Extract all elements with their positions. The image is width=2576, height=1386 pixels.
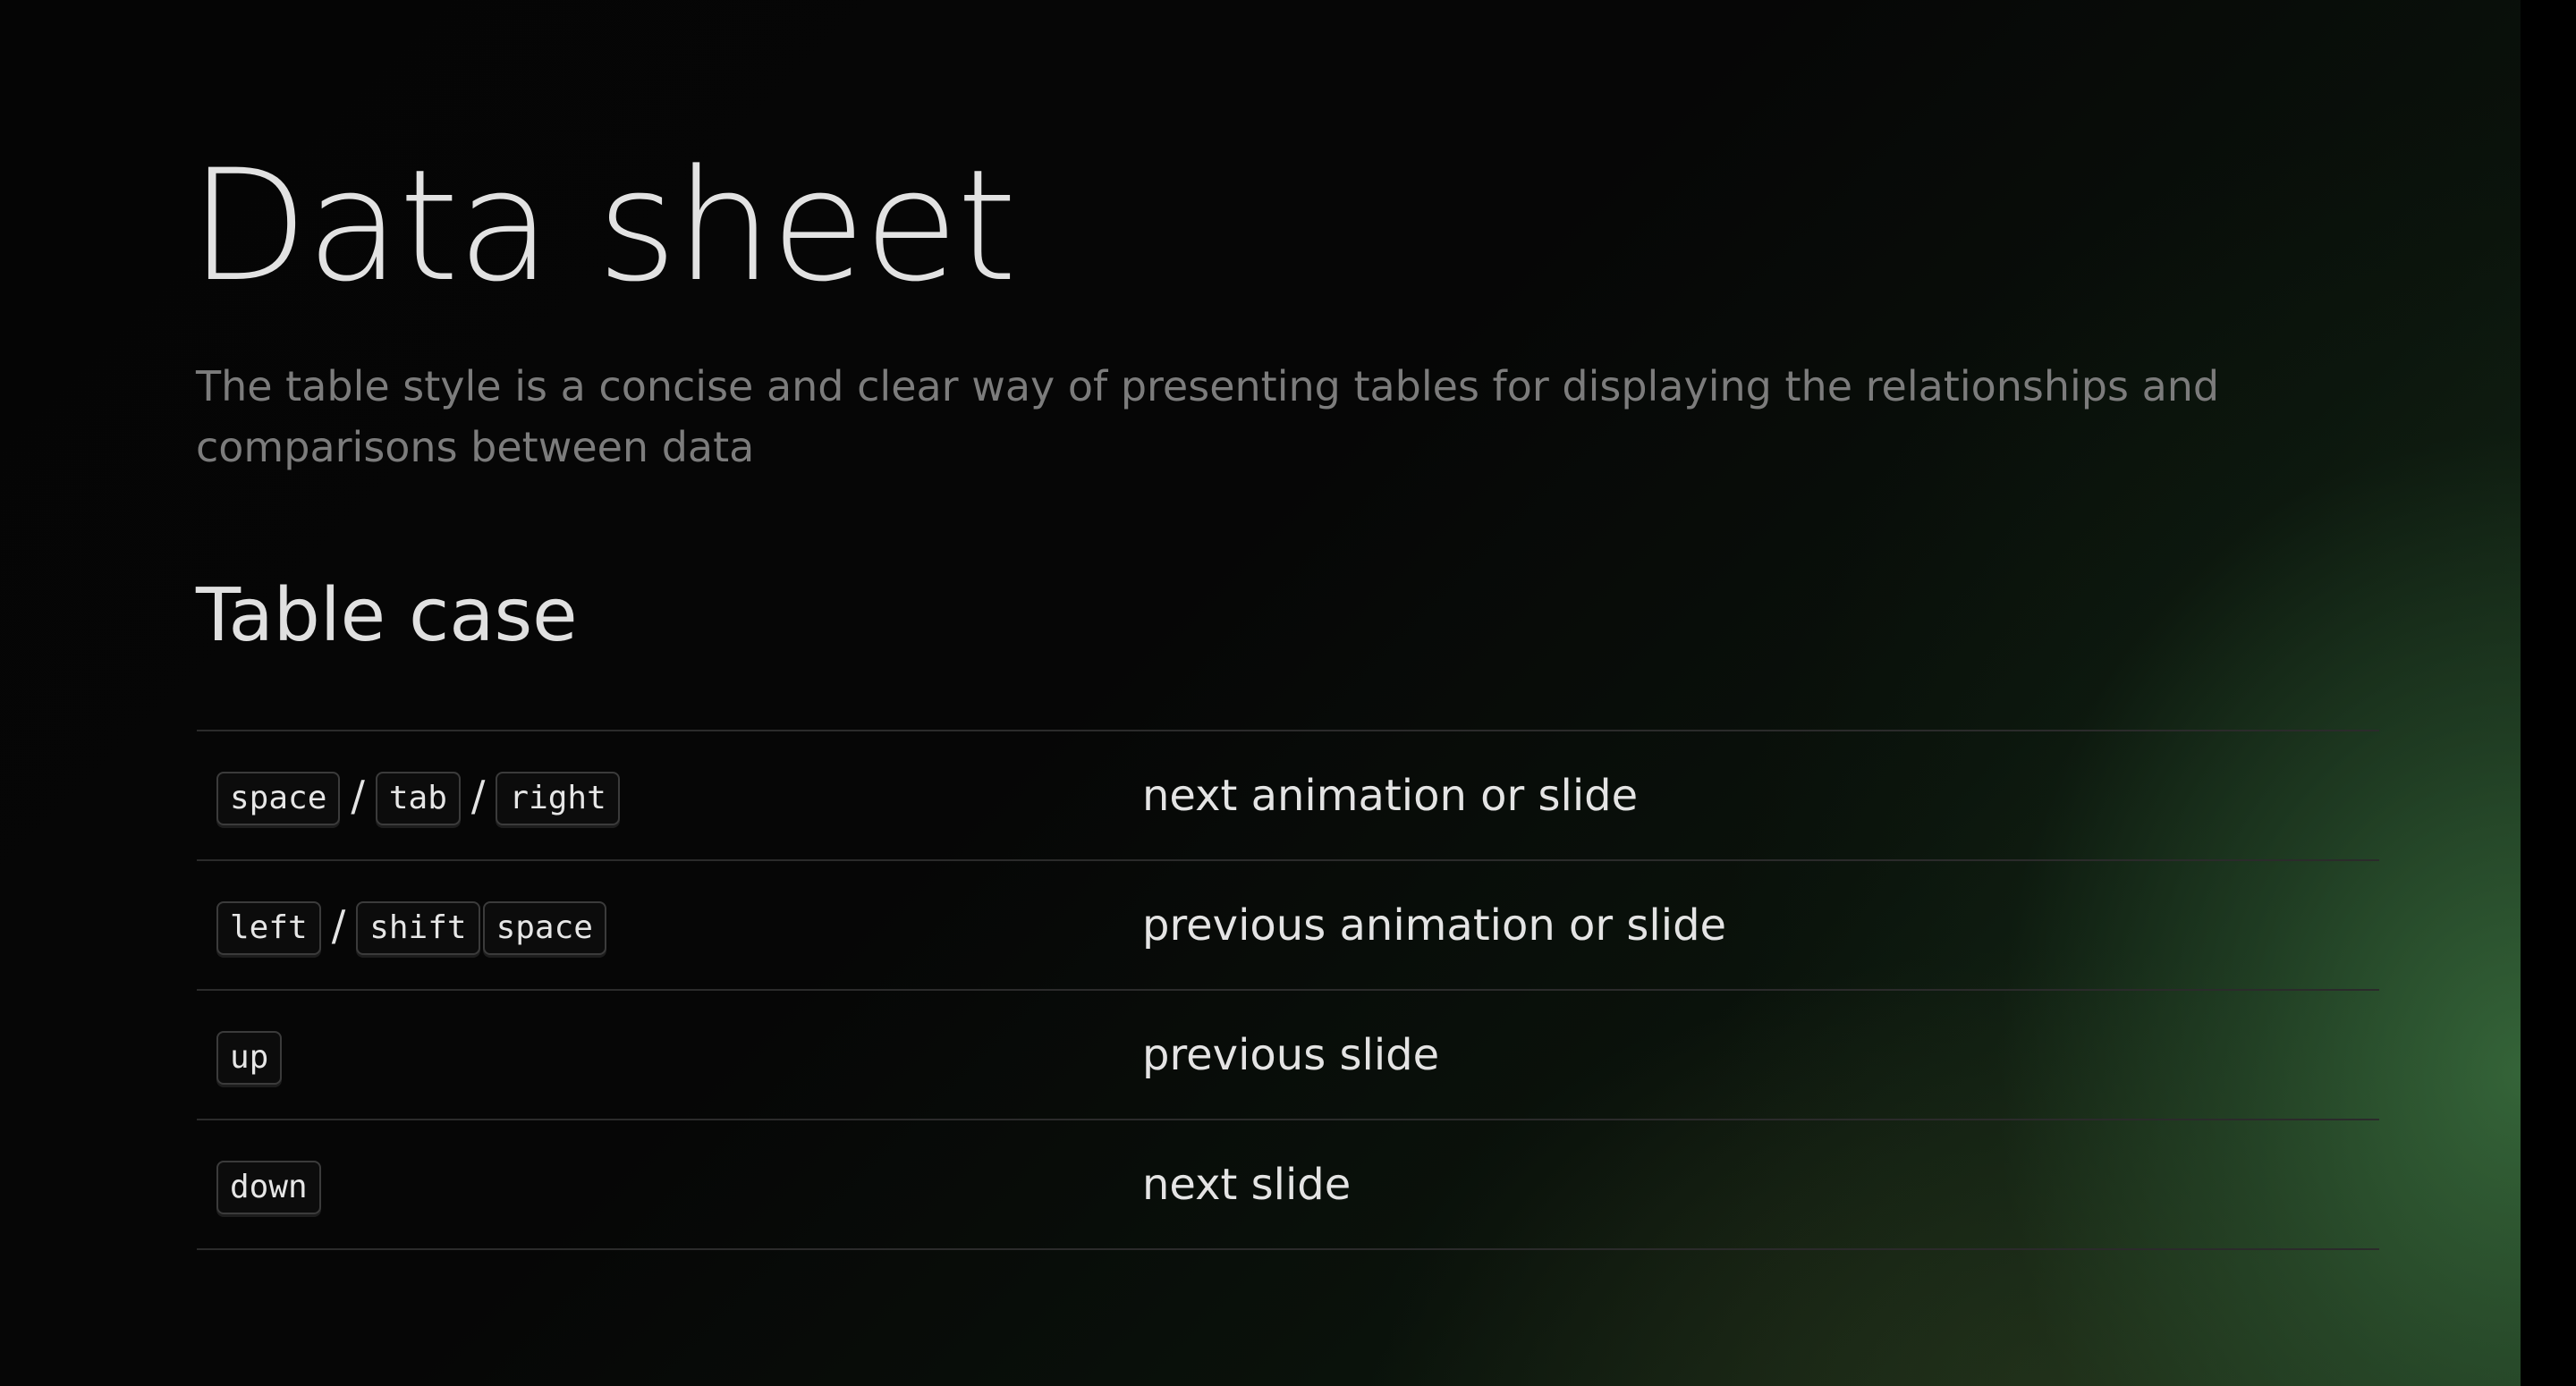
key-space: space bbox=[216, 771, 341, 825]
key-shift: shift bbox=[356, 900, 480, 955]
keys-cell: space / tab / right bbox=[216, 731, 620, 859]
key-up: up bbox=[216, 1030, 283, 1085]
shortcut-table: space / tab / right next animation or sl… bbox=[197, 730, 2379, 1250]
key-space: space bbox=[482, 900, 606, 955]
description-cell: previous slide bbox=[1142, 1029, 1440, 1080]
key-right: right bbox=[496, 771, 620, 825]
table-row: space / tab / right next animation or sl… bbox=[197, 731, 2379, 861]
slide: Data sheet The table style is a concise … bbox=[0, 0, 2521, 1386]
key-separator: / bbox=[331, 900, 346, 950]
description-cell: next animation or slide bbox=[1142, 770, 1639, 821]
key-separator: / bbox=[351, 771, 365, 820]
key-separator: / bbox=[470, 771, 486, 820]
keys-cell: up bbox=[216, 991, 283, 1119]
keys-cell: down bbox=[216, 1120, 321, 1248]
table-row: up previous slide bbox=[197, 991, 2379, 1120]
table-row: left / shift space previous animation or… bbox=[197, 861, 2379, 991]
key-down: down bbox=[216, 1160, 321, 1214]
page-title: Data sheet bbox=[190, 136, 1017, 316]
description-cell: previous animation or slide bbox=[1142, 900, 1727, 951]
table-row: down next slide bbox=[197, 1120, 2379, 1250]
description-cell: next slide bbox=[1142, 1159, 1352, 1210]
key-left: left bbox=[216, 900, 321, 955]
slide-edge bbox=[2521, 0, 2576, 1386]
key-tab: tab bbox=[375, 771, 461, 825]
keys-cell: left / shift space bbox=[216, 861, 606, 989]
page-subtitle: The table style is a concise and clear w… bbox=[196, 362, 2220, 471]
section-title: Table case bbox=[196, 573, 578, 658]
